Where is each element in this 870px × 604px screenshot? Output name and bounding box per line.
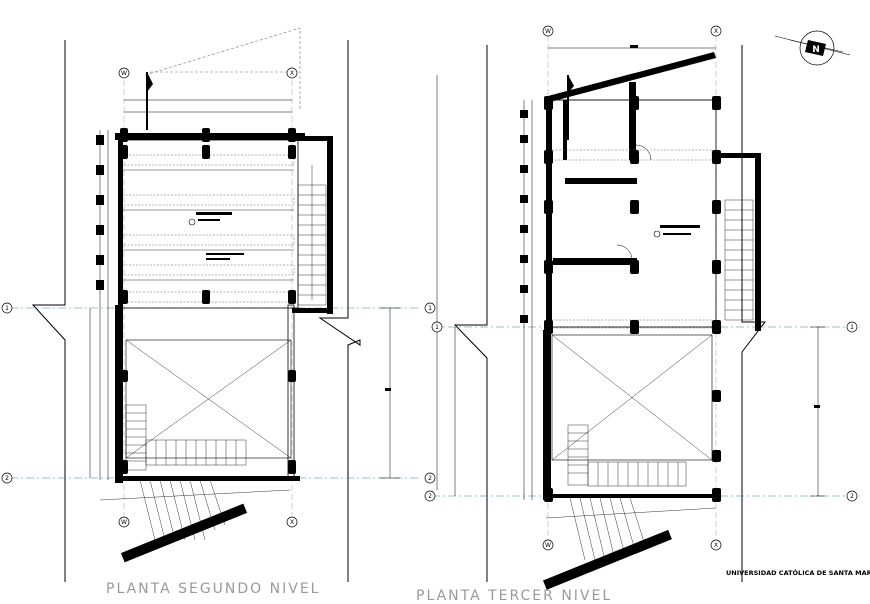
svg-text:N: N	[812, 45, 820, 55]
svg-text:W: W	[545, 542, 551, 549]
svg-text:X: X	[714, 28, 718, 35]
grid-bubble-w-top-right: W	[542, 25, 554, 37]
north-arrow-icon: N	[774, 30, 851, 66]
svg-text:1: 1	[428, 305, 432, 312]
grid-bubble-1-right-a: 1	[424, 302, 436, 314]
svg-text:W: W	[121, 70, 127, 77]
grid-bubble-w-top-left: W	[118, 67, 130, 79]
grid-bubble-2-right-c: 2	[846, 490, 858, 502]
grid-bubble-x-top-right: X	[710, 25, 722, 37]
sloped-roof	[548, 52, 716, 102]
grid-bubbles-left: W X W X 1 2	[1, 67, 298, 528]
grid-bubbles-right: W X W X 1 1 1 2	[424, 25, 858, 551]
grid-bubble-2-right-b: 2	[424, 490, 436, 502]
plan-title-segundo-nivel: PLANTA SEGUNDO NIVEL	[106, 581, 321, 597]
grid-bubble-x-bottom-right: X	[710, 539, 722, 551]
site-boundary-left-r	[453, 45, 488, 582]
grid-bubble-x-bottom-left: X	[286, 516, 298, 528]
site-boundary-right-r	[741, 45, 767, 582]
plan-segundo-nivel	[10, 27, 420, 582]
plan-title-tercer-nivel: PLANTA TERCER NIVEL	[416, 588, 613, 604]
grid-bubble-w-bottom-right: W	[542, 539, 554, 551]
site-boundary-right	[318, 40, 361, 582]
svg-text:X: X	[290, 519, 294, 526]
plan-tercer-nivel	[432, 35, 860, 590]
svg-text:W: W	[545, 28, 551, 35]
svg-text:2: 2	[5, 475, 9, 482]
void-area	[125, 339, 292, 459]
grid-bubble-x-top-left: X	[286, 67, 298, 79]
institution-label: UNIVERSIDAD CATÓLICA DE SANTA MARÍA	[726, 569, 870, 577]
svg-text:X: X	[714, 542, 718, 549]
roof-projection	[144, 27, 301, 110]
grid-bubble-1-left: 1	[1, 302, 13, 314]
grid-bubble-w-bottom-left: W	[118, 516, 130, 528]
grid-bubble-1-right-b: 1	[431, 321, 443, 333]
grid-bubble-2-right-a: 2	[424, 472, 436, 484]
svg-text:2: 2	[428, 475, 432, 482]
svg-text:2: 2	[428, 493, 432, 500]
svg-text:1: 1	[5, 305, 9, 312]
void-area-r	[551, 334, 713, 461]
bench-element	[120, 503, 248, 563]
grid-bubble-2-left: 2	[1, 472, 13, 484]
svg-text:X: X	[290, 70, 294, 77]
svg-text:1: 1	[850, 324, 854, 331]
svg-text:W: W	[121, 519, 127, 526]
bench-element-r	[543, 529, 672, 590]
svg-text:1: 1	[435, 324, 439, 331]
site-boundary-left	[31, 40, 66, 582]
svg-text:2: 2	[850, 493, 854, 500]
grid-bubble-1-right-c: 1	[846, 321, 858, 333]
